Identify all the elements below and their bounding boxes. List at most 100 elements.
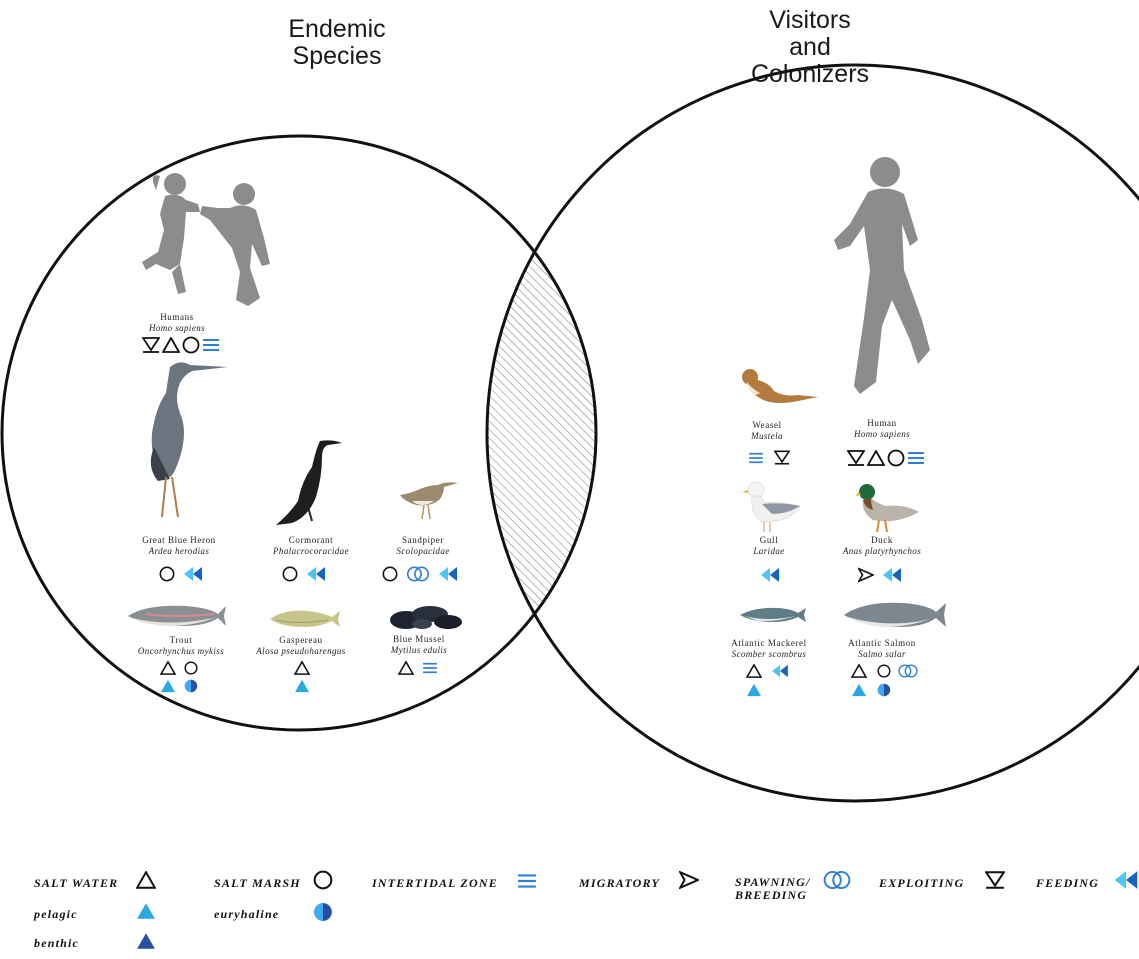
species-trout: Trout Oncorhynchus mykiss <box>116 635 246 657</box>
scientific-name: Laridae <box>753 546 785 556</box>
common-name: Humans <box>160 312 194 322</box>
exploiting-icon <box>142 337 160 353</box>
humans-icons <box>142 336 222 359</box>
species-blue-mussel: Blue Mussel Mytilus edulis <box>354 634 484 656</box>
legend-intertidal-label: INTERTIDAL ZONE <box>372 876 498 890</box>
scientific-name: Homo sapiens <box>853 429 911 439</box>
legend-feeding-label: FEEDING <box>1036 876 1100 890</box>
common-name: Human <box>867 418 897 428</box>
species-cormorant: Cormorant Phalacrocoracidae <box>246 535 376 557</box>
common-name: Great Blue Heron <box>142 535 216 545</box>
species-weasel: Weasel Mustela <box>702 420 832 442</box>
pelagic-icon <box>295 679 309 693</box>
legend-pelagic-icon <box>137 903 155 919</box>
duck-image <box>855 484 919 533</box>
heron-icons <box>159 566 205 589</box>
feeding-icon <box>439 567 457 581</box>
legend-spawning-line2: BREEDING <box>735 888 808 902</box>
legend-salt-marsh-label: SALT MARSH <box>214 876 301 890</box>
scientific-name: Anas platyrhynchos <box>842 546 922 556</box>
species-great-blue-heron: Great Blue Heron Ardea herodias <box>114 535 244 557</box>
species-sandpiper: Sandpiper Scolopacidae <box>358 535 488 557</box>
salt-marsh-icon <box>182 336 200 354</box>
species-atlantic-mackerel: Atlantic Mackerel Scomber scombrus <box>704 638 834 660</box>
common-name: Cormorant <box>288 535 334 545</box>
common-name: Atlantic Salmon <box>848 638 916 648</box>
pelagic-icon <box>852 683 866 697</box>
spawning-breeding-icon <box>898 664 918 678</box>
mackerel-icons <box>746 664 792 709</box>
feeding-icon <box>184 567 202 581</box>
migratory-icon <box>858 567 874 583</box>
legend-pelagic-label: pelagic <box>34 907 78 921</box>
legend-migratory-label: MIGRATORY <box>579 876 661 890</box>
feeding-icon <box>761 568 779 582</box>
feeding-icon <box>772 664 788 678</box>
legend-salt-water-label: SALT WATER <box>34 876 119 890</box>
salt-marsh-icon <box>282 566 298 582</box>
gaspereau-icons <box>294 661 314 706</box>
scientific-name: Phalacrocoracidae <box>273 546 349 556</box>
salt-water-icon <box>294 661 310 675</box>
gull-image <box>742 481 801 532</box>
scientific-name: Scolopacidae <box>396 546 450 556</box>
feeding-icon <box>883 568 901 582</box>
human-icons <box>847 449 927 472</box>
scientific-name: Alosa pseudoharengus <box>256 646 346 656</box>
scientific-name: Oncorhynchus mykiss <box>137 646 225 656</box>
intertidal-zone-icon <box>422 662 438 674</box>
legend-intertidal-icon <box>517 874 537 888</box>
salt-water-icon <box>160 661 176 675</box>
salt-water-icon <box>398 661 414 675</box>
salt-marsh-icon <box>159 566 175 582</box>
common-name: Gaspereau <box>279 635 323 645</box>
legend-salt-marsh-icon <box>313 870 333 890</box>
cormorant-image <box>276 440 342 525</box>
legend-benthic-icon <box>137 933 155 949</box>
weasel-image <box>742 369 818 403</box>
gull-icons <box>760 567 782 590</box>
endemic-species-title: Endemic Species <box>288 15 386 70</box>
scientific-name: Mytilus edulis <box>390 645 448 655</box>
salt-water-icon <box>162 337 180 353</box>
common-name: Trout <box>169 635 193 645</box>
legend-salt-water-icon <box>136 871 156 889</box>
salt-water-icon <box>746 664 762 678</box>
scientific-name: Salmo salar <box>858 649 906 659</box>
exploiting-icon <box>774 450 790 465</box>
species-human: Human Homo sapiens <box>817 418 947 440</box>
legend-euryhaline-icon <box>314 903 332 921</box>
spawning-breeding-icon <box>406 566 430 582</box>
species-duck: Duck Anas platyrhynchos <box>817 535 947 557</box>
salt-marsh-icon <box>382 566 398 582</box>
legend-feeding-icon <box>1114 871 1138 889</box>
species-humans: Humans Homo sapiens <box>112 312 242 334</box>
sandpiper-image <box>400 482 458 520</box>
common-name: Weasel <box>752 420 782 430</box>
heron-image <box>150 362 228 518</box>
common-name: Gull <box>759 535 779 545</box>
salt-marsh-icon <box>184 661 198 675</box>
legend-spawning-icon <box>823 870 851 890</box>
feeding-icon <box>307 567 325 581</box>
children-silhouette <box>142 173 270 306</box>
mussel-image <box>390 606 462 629</box>
runner-silhouette <box>834 157 930 394</box>
pelagic-icon <box>161 679 175 693</box>
scientific-name: Scomber scombrus <box>731 649 807 659</box>
endemic-circle <box>0 134 598 732</box>
legend-exploiting-icon <box>985 871 1005 889</box>
species-atlantic-salmon: Atlantic Salmon Salmo salar <box>817 638 947 660</box>
scientific-name: Homo sapiens <box>148 323 206 333</box>
salt-marsh-icon <box>877 664 891 678</box>
species-gaspereau: Gaspereau Alosa pseudoharengus <box>236 635 366 657</box>
common-name: Sandpiper <box>402 535 444 545</box>
sandpiper-icons <box>382 566 462 589</box>
legend-spawning-line1: SPAWNING/ <box>735 875 811 889</box>
salmon-image <box>844 602 946 627</box>
exploiting-icon <box>847 450 865 466</box>
intertidal-zone-icon <box>907 452 925 464</box>
pelagic-icon <box>747 683 761 697</box>
intertidal-zone-icon <box>748 452 764 464</box>
